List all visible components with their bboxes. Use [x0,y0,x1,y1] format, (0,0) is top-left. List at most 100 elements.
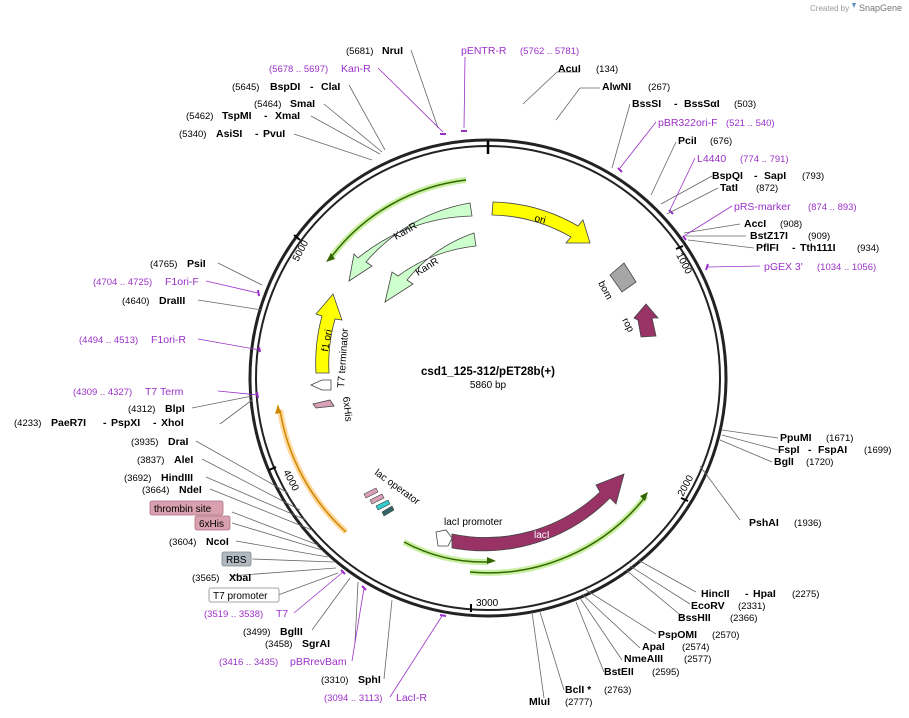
enzyme-ncoi[interactable]: NcoI [206,536,229,548]
enzyme-sphi[interactable]: SphI [358,674,381,686]
enzyme-labels-left: (4765) PsiI (4640) DraIII (4312) BlpI (4… [14,258,381,686]
enzyme-bspqi[interactable]: BspQI [712,170,743,182]
primer-t7term[interactable]: T7 Term [145,386,184,398]
feature-6xhis[interactable] [312,399,335,409]
primer-pentr-r[interactable]: pENTR-R [461,45,507,57]
primer-prs-marker[interactable]: pRS-marker [734,201,791,213]
feature-kanr-outer[interactable] [348,202,473,282]
enzyme-ndei[interactable]: NdeI [179,484,202,496]
enzyme-nmeaiii[interactable]: NmeAIII [624,653,663,665]
feature-kanr-outer-label: KanR [392,221,419,243]
sixhis-box-label[interactable]: 6xHis [199,519,224,530]
enzyme-hpai[interactable]: HpaI [753,588,776,600]
enzyme-blpi-pos: (4312) [128,404,155,415]
enzyme-alei[interactable]: AleI [174,454,193,466]
enzyme-asisi[interactable]: AsiSI [216,128,242,140]
enzyme-mlui[interactable]: MluI [529,696,550,708]
enzyme-psii[interactable]: PsiI [187,258,206,270]
enzyme-bgli[interactable]: BglI [774,456,794,468]
enzyme-nrui[interactable]: NruI [382,45,403,57]
feature-t7-terminator[interactable] [310,379,332,391]
enzyme-bglii[interactable]: BglII [280,626,303,638]
enzyme-xmai[interactable]: XmaI [275,110,300,122]
enzyme-tth111i[interactable]: Tth111I [800,242,836,254]
enzyme-xbai[interactable]: XbaI [229,572,251,584]
primer-pbr322ori-f[interactable]: pBR322ori-F [658,117,718,129]
enzyme-sapi[interactable]: SapI [764,170,786,182]
created-by-label: Created by [810,4,849,13]
feature-f1-ori[interactable] [315,293,343,374]
enzyme-bsssi[interactable]: BssSI [632,98,661,110]
enzyme-mlui-pos: (2777) [565,697,592,708]
feature-rop[interactable] [633,303,659,338]
enzyme-drai[interactable]: DraI [168,436,189,448]
enzyme-bspdi[interactable]: BspDI [270,81,300,93]
enzyme-hindiii[interactable]: HindIII [161,472,193,484]
primer-laci-r[interactable]: LacI-R [396,692,427,704]
enzyme-smai[interactable]: SmaI [290,98,315,110]
enzyme-ecorv-pos: (2331) [738,601,765,612]
enzyme-ppumi[interactable]: PpuMI [780,432,812,444]
primer-pbrrevbam[interactable]: pBRrevBam [290,656,347,668]
enzyme-labels-top: (5681) NruI AcuI (134) AlwNI (267) (5645… [179,45,670,140]
feature-kanr-inner[interactable] [384,232,477,303]
primer-kan-r[interactable]: Kan-R [341,63,371,75]
enzyme-bsshii[interactable]: BssHII [678,612,711,624]
enzyme-pvui[interactable]: PvuI [263,128,285,140]
feature-bom[interactable] [609,262,637,293]
thrombin-site-label[interactable]: thrombin site [154,504,212,515]
enzyme-draiii[interactable]: DraIII [159,295,185,307]
feature-6xhis-label: 6xHis [340,396,354,422]
primer-t7term-pos: (4309 .. 4327) [73,387,132,398]
enzyme-bcli[interactable]: BclI * [565,684,592,696]
enzyme-tati[interactable]: TatI [720,182,738,194]
enzyme-bstz17i[interactable]: BstZ17I [750,230,788,242]
enzyme-apai[interactable]: ApaI [642,641,665,653]
primer-kan-r-pos: (5678 .. 5697) [269,64,328,75]
feature-laci[interactable] [451,473,625,552]
enzyme-blpi[interactable]: BlpI [165,403,185,415]
snapgene-logo-icon [852,3,856,8]
primer-leader-lines [197,56,761,698]
enzyme-acui[interactable]: AcuI [558,63,581,75]
plasmid-length: 5860 bp [470,380,507,391]
enzyme-fspi-pos: (1699) [864,445,891,456]
feature-ori[interactable] [491,201,591,244]
enzyme-pflfi[interactable]: PflFI [756,242,779,254]
feature-lac-operator[interactable] [363,487,395,517]
feature-laci-promoter[interactable] [435,529,453,547]
enzyme-bsteii[interactable]: BstEII [604,666,634,678]
enzyme-acci[interactable]: AccI [744,218,766,230]
enzyme-paer7i[interactable]: PaeR7I [51,417,86,429]
enzyme-asisi-pos: (5340) [179,129,206,140]
enzyme-fspai[interactable]: FspAI [818,444,847,456]
enzyme-hindiii-pos: (3692) [124,473,151,484]
feature-f1-ori-label: f1 ori [320,329,335,353]
enzyme-hincii[interactable]: HincII [701,588,730,600]
enzyme-ecorv[interactable]: EcoRV [691,600,725,612]
primer-pentr-r-pos: (5762 .. 5781) [520,46,579,57]
feature-laci-promoter-label: lacI promoter [444,517,503,528]
primer-f1ori-r[interactable]: F1ori-R [151,334,186,346]
feature-t7-terminator-label: T7 terminator [336,327,351,388]
rbs-label[interactable]: RBS [226,555,247,566]
primer-t7[interactable]: T7 [276,608,288,620]
enzyme-bglii-pos: (3499) [243,627,270,638]
primer-pbrrevbam-pos: (3416 .. 3435) [219,657,278,668]
enzyme-clai[interactable]: ClaI [321,81,340,93]
enzyme-psppomi[interactable]: PspOMI [658,629,697,641]
primer-pgex3[interactable]: pGEX 3' [764,261,803,273]
enzyme-fspi[interactable]: FspI [778,444,800,456]
enzyme-bsssai[interactable]: BssSαI [684,98,720,110]
enzyme-tspmi[interactable]: TspMI [222,110,252,122]
enzyme-xhoi[interactable]: XhoI [161,417,184,429]
primer-f1ori-f[interactable]: F1ori-F [165,276,199,288]
t7-promoter-label[interactable]: T7 promoter [213,591,268,602]
enzyme-alwni[interactable]: AlwNI [602,81,631,93]
enzyme-pspxi[interactable]: PspXI [111,417,140,429]
enzyme-pcii[interactable]: PciI [678,135,697,147]
enzyme-sgrai[interactable]: SgrAI [302,638,330,650]
primer-l4440[interactable]: L4440 [697,153,726,165]
enzyme-pshai[interactable]: PshAI [749,517,779,529]
enzyme-xbai-pos: (3565) [192,573,219,584]
